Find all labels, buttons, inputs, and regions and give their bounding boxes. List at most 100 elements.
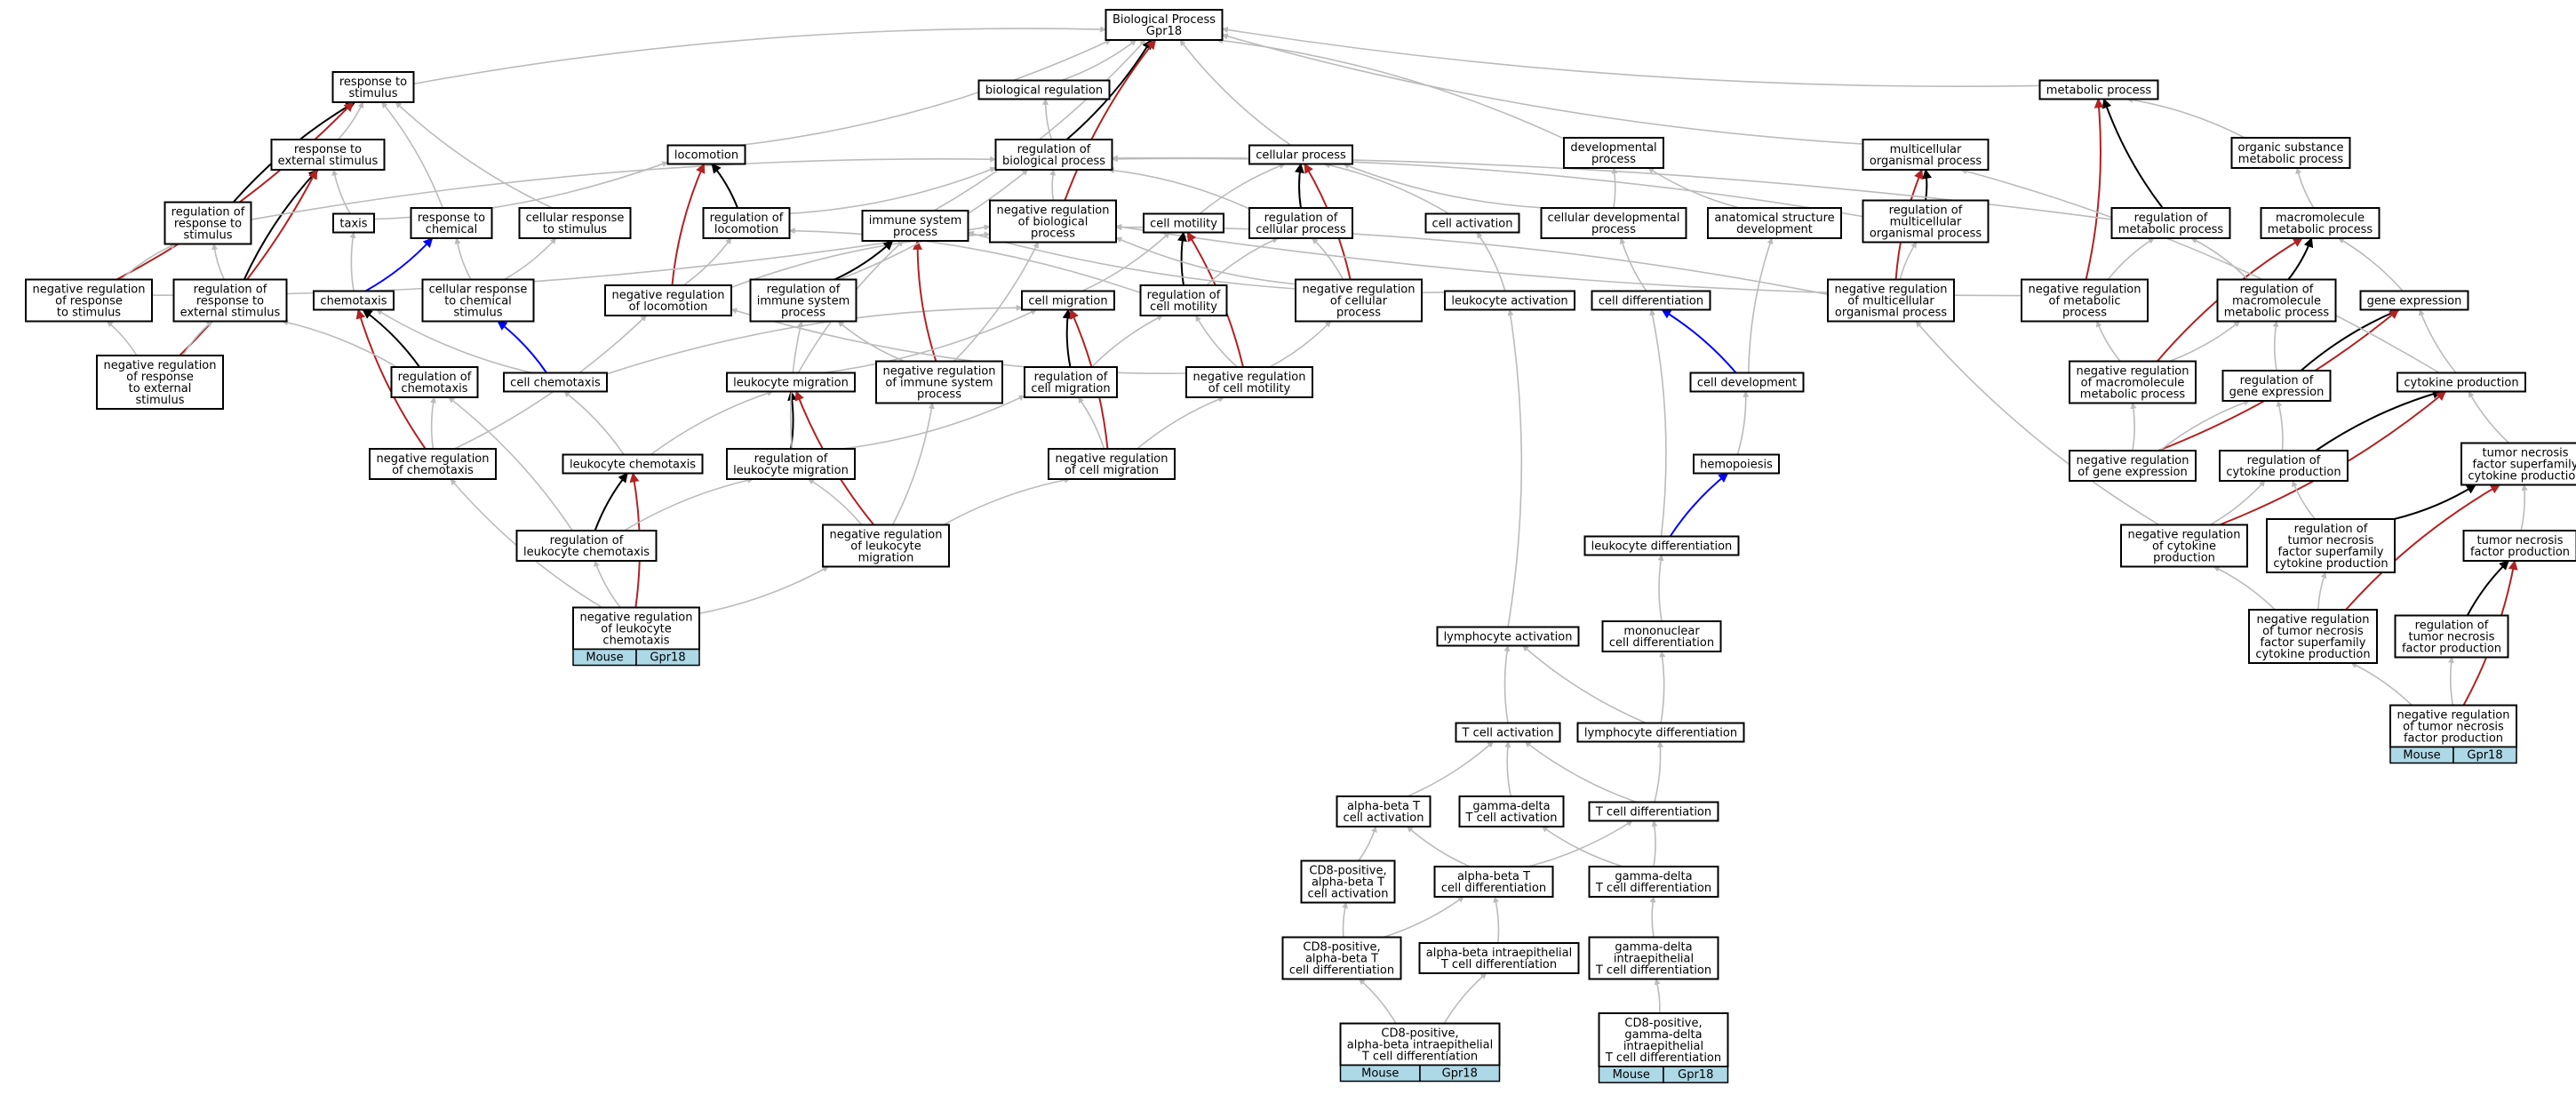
term-node-cell-motility[interactable]: cell motility [1143,212,1224,234]
term-node-metabolic[interactable]: metabolic process [2038,79,2159,100]
term-box [1583,535,1740,556]
term-label-line: negative regulation [1834,284,1947,297]
term-node-cytokine-prod[interactable]: cytokine production [2397,372,2526,393]
term-node-cell-chemotaxis[interactable]: cell chemotaxis [503,372,608,393]
term-node-tcell-diff[interactable]: T cell differentiation [1588,801,1719,822]
term-label-line: tumor necrosis [2477,534,2564,548]
term-box [1339,1022,1501,1067]
term-label-line: cell motility [1150,300,1217,314]
term-node-leuk-chemotaxis[interactable]: leukocyte chemotaxis [562,453,704,475]
term-label-line: of tumor necrosis [2262,625,2364,638]
term-node-leuk-diff[interactable]: leukocyte differentiation [1583,535,1740,556]
term-node-cell-migration[interactable]: cell migration [1021,290,1115,311]
term-node-cd8-gd-iel-diff[interactable]: CD8-positive,gamma-deltaintraepithelialT… [1598,1012,1729,1083]
term-label-line: of cytokine [2152,540,2216,554]
term-node-hemopoiesis[interactable]: hemopoiesis [1693,453,1780,475]
term-label-line: of tumor necrosis [2403,721,2504,734]
term-box [1248,207,1353,239]
term-node-chemotaxis[interactable]: chemotaxis [313,290,395,311]
term-node-locomotion[interactable]: locomotion [666,144,746,165]
term-node-cell-diff[interactable]: cell differentiation [1591,290,1711,311]
term-node-gene-expr[interactable]: gene expression [2359,290,2469,311]
term-node-leuk-migration[interactable]: leukocyte migration [726,372,856,393]
term-node-cd8-ab-iel-diff[interactable]: CD8-positive,alpha-beta intraepithelialT… [1339,1022,1501,1083]
term-node-lymph-activation[interactable]: lymphocyte activation [1436,626,1580,647]
term-label-line: chemotaxis [401,382,467,396]
term-label-line: regulation of [1017,143,1091,156]
term-label-line: of leukocyte [850,540,921,554]
term-node-cell-activation[interactable]: cell activation [1424,212,1520,234]
term-node-cell-dev[interactable]: cell development [1689,372,1805,393]
edge-pos [497,320,547,374]
term-node-bio-reg[interactable]: biological regulation [977,79,1111,100]
term-node-cellular-proc[interactable]: cellular process [1248,144,1353,165]
term-node-taxis[interactable]: taxis [332,212,375,234]
term-node-lymph-diff[interactable]: lymphocyte differentiation [1576,722,1745,743]
term-node-leuk-activation[interactable]: leukocyte activation [1444,290,1575,311]
edge-is-a [2338,237,2404,292]
term-node-tcell-activation[interactable]: T cell activation [1455,722,1561,743]
edge-is-a [1407,826,1471,867]
